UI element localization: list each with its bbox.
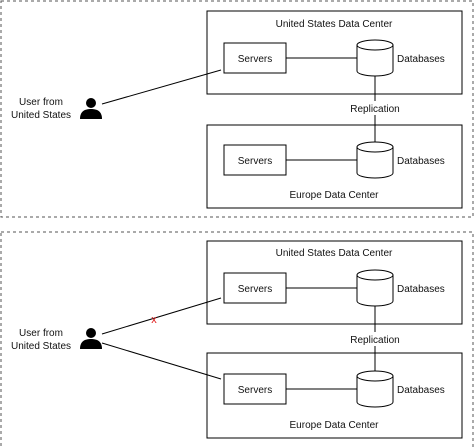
us-data-center-title: United States Data Center [276, 248, 393, 259]
user-icon [80, 328, 102, 349]
servers-label: Servers [238, 156, 272, 167]
user-to-europe-link [101, 342, 222, 380]
servers-box [223, 373, 287, 405]
user-label-line2: United States [11, 341, 71, 352]
servers-label: Servers [238, 54, 272, 65]
database-cylinder-icon [356, 141, 394, 179]
europe-data-center-title: Europe Data Center [290, 420, 380, 431]
replication-label: Replication [350, 335, 399, 346]
user-icon [80, 98, 102, 119]
user-label-line2: United States [11, 110, 71, 121]
servers-box [223, 42, 287, 74]
servers-box [223, 144, 287, 176]
databases-label: Databases [397, 156, 445, 167]
us-data-center-title: United States Data Center [276, 19, 393, 30]
database-cylinder-icon [356, 370, 394, 408]
red-x-icon: x [151, 314, 157, 326]
user-label-line1: User from [19, 328, 63, 339]
servers-label: Servers [238, 385, 272, 396]
database-cylinder-icon [356, 39, 394, 77]
scenario-bottom: United States Data Center Servers Databa… [0, 231, 474, 448]
servers-label: Servers [238, 284, 272, 295]
database-cylinder-icon [356, 269, 394, 307]
scenario-top: United States Data Center Servers Databa… [0, 0, 474, 218]
europe-data-center-title: Europe Data Center [290, 190, 380, 201]
databases-label: Databases [397, 284, 445, 295]
servers-box [223, 272, 287, 304]
databases-label: Databases [397, 385, 445, 396]
replication-label: Replication [350, 104, 399, 115]
databases-label: Databases [397, 54, 445, 65]
scenario-bottom-frame [0, 231, 474, 448]
replication-label-bg [345, 332, 405, 346]
user-label-line1: User from [19, 97, 63, 108]
user-to-us-link [101, 69, 222, 105]
scenario-top-frame [0, 0, 474, 218]
user-to-us-link-blocked [101, 297, 222, 335]
replication-label-bg [345, 101, 405, 115]
